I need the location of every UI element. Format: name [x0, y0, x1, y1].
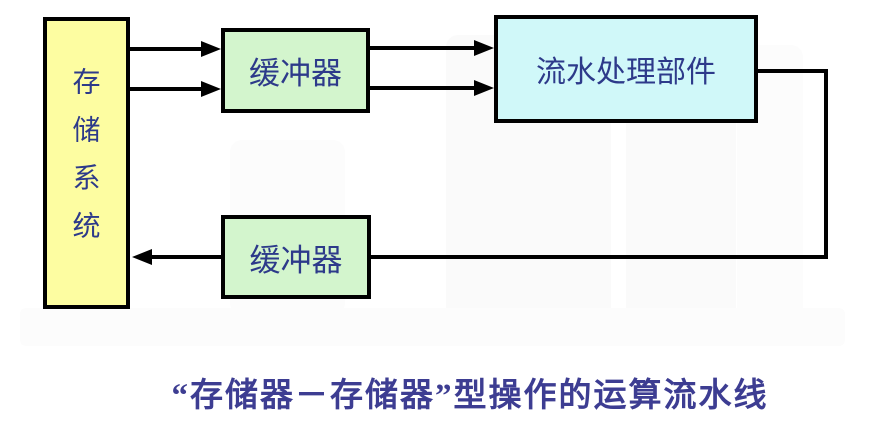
pipeline-unit-label: 流水处理部件 [536, 56, 716, 89]
arrowhead-left-icon [132, 249, 152, 265]
feedback-line-pipeline-to-buffer [371, 69, 828, 259]
arrowhead-right-icon [201, 81, 221, 97]
storage-system-box: 存储系统 [43, 17, 130, 309]
arrowhead-right-icon [474, 80, 494, 96]
arrowhead-right-icon [201, 41, 221, 57]
storage-system-label: 存储系统 [68, 67, 100, 259]
buffer-bottom-label: 缓冲器 [249, 242, 343, 278]
diagram-caption: “存储器－存储器”型操作的运算流水线 [171, 378, 769, 414]
arrowhead-right-icon [474, 40, 494, 56]
buffer-top-label: 缓冲器 [249, 56, 342, 91]
buffer-top-box: 缓冲器 [221, 28, 370, 113]
pipeline-unit-box: 流水处理部件 [494, 15, 758, 123]
background-ghost-shape [20, 308, 845, 346]
buffer-bottom-box: 缓冲器 [221, 215, 371, 299]
